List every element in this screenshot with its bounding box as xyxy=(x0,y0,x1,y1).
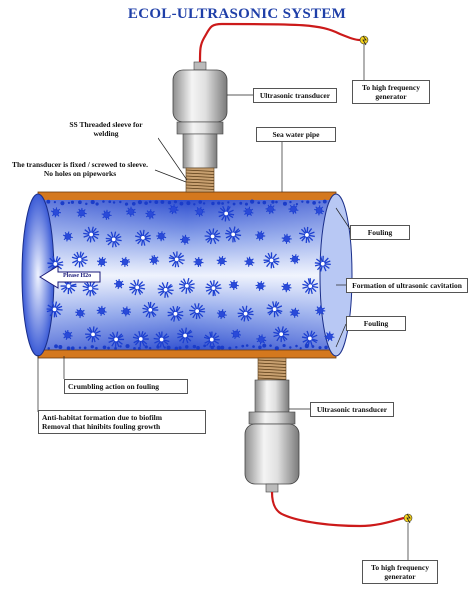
fixed-note-line-1: The transducer is fixed / screwed to sle… xyxy=(12,160,148,169)
lightning-plug-icon-top xyxy=(359,35,369,46)
flow-arrow-label: Please H2o xyxy=(63,273,92,279)
label-ss-threaded-sleeve: SS Threaded sleeve for welding xyxy=(54,118,158,140)
lightning-plug-icon-bottom xyxy=(403,513,413,524)
pipe-wall-bottom xyxy=(37,349,337,359)
pipe-wall-top xyxy=(37,191,337,202)
label-crumbling-action: Crumbling action on fouling xyxy=(64,379,188,394)
label-sea-water-pipe: Sea water pipe xyxy=(256,127,336,142)
label-fouling-bottom: Fouling xyxy=(346,316,406,331)
anti-habitat-line-2: Removal that hinibits fouling growth xyxy=(42,422,161,431)
label-fouling-top: Fouling xyxy=(350,225,410,240)
sea-water-pipe xyxy=(21,191,353,359)
ultrasonic-transducer-bottom xyxy=(244,357,300,493)
label-high-frequency-generator-bottom: To high frequency generator xyxy=(362,560,438,584)
pipe-right-end xyxy=(319,193,353,357)
cable-bottom xyxy=(270,491,405,528)
label-ultrasonic-transducer-top: Ultrasonic transducer xyxy=(253,88,337,103)
ultrasonic-transducer-top xyxy=(172,61,228,193)
diagram-title: ECOL-ULTRASONIC SYSTEM xyxy=(127,6,347,22)
label-ultrasonic-transducer-bottom: Ultrasonic transducer xyxy=(310,402,394,417)
label-transducer-fixed-note: The transducer is fixed / screwed to sle… xyxy=(4,160,156,178)
anti-habitat-line-1: Anti-habitat formation due to biofilm xyxy=(42,413,162,422)
fixed-note-line-2: No holes on pipeworks xyxy=(43,169,117,178)
label-high-frequency-generator-top: To high frequency generator xyxy=(352,80,430,104)
label-ultrasonic-cavitation: Formation of ultrasonic cavitation xyxy=(346,278,468,293)
label-anti-habitat: Anti-habitat formation due to biofilm Re… xyxy=(38,410,206,434)
fouling-particles xyxy=(46,199,335,351)
flow-arrow xyxy=(39,265,101,289)
leader-lines xyxy=(37,44,409,560)
cable-top xyxy=(198,22,361,63)
